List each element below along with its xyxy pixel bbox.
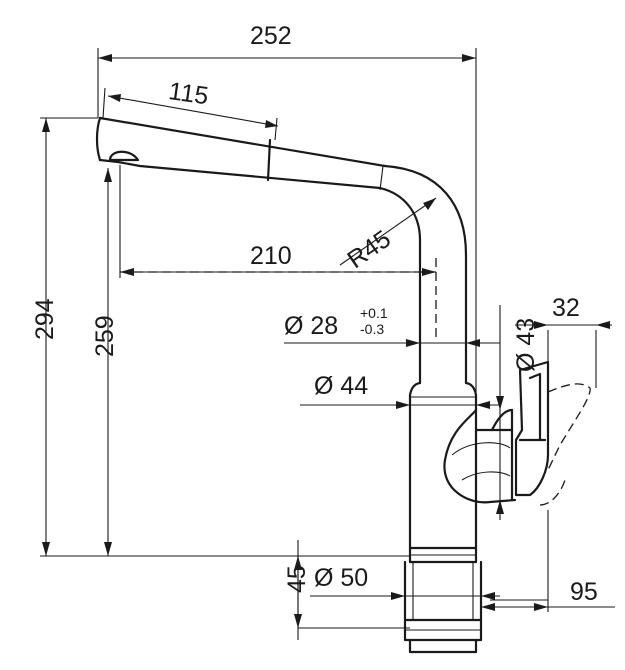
bend-radius-label: R45	[342, 225, 396, 274]
outlet-height-label: 259	[91, 315, 119, 357]
dimension-lever-diameter: Ø 43	[496, 305, 540, 520]
dimension-base-to-lever: 95	[481, 578, 615, 611]
base-diameter-label: Ø 50	[314, 564, 368, 592]
spout-length-label: 115	[167, 77, 210, 110]
reach-label: 210	[250, 242, 292, 270]
body-diameter-label: Ø 44	[314, 372, 368, 400]
neck-diameter-label: Ø 28	[284, 312, 338, 340]
dimension-reach: 210	[120, 242, 436, 276]
dimension-bend-radius: R45	[339, 197, 437, 274]
dimension-spout-length: 115	[107, 77, 279, 128]
dimension-outlet-height: 259	[91, 168, 119, 556]
dimension-overall-height: 294	[31, 118, 59, 556]
base-to-lever-label: 95	[570, 578, 598, 606]
centerline	[120, 258, 437, 340]
base-height-label: 45	[283, 565, 311, 593]
overall-width-label: 252	[250, 22, 292, 50]
dimension-neck-diameter: Ø 28 +0.1 -0.3	[284, 305, 500, 347]
lever-width-label: 32	[552, 294, 580, 322]
dimension-overall-width: 252	[98, 22, 476, 62]
dimension-body-diameter: Ø 44	[300, 372, 500, 409]
dimension-base-height: 45	[283, 556, 311, 628]
dimension-lever-width: 32	[515, 294, 612, 329]
faucet-outline	[95, 116, 591, 654]
neck-tol-upper: +0.1	[360, 305, 388, 321]
dimension-base-diameter: Ø 50	[310, 564, 500, 600]
overall-height-label: 294	[31, 298, 59, 340]
neck-tol-lower: -0.3	[360, 321, 384, 337]
